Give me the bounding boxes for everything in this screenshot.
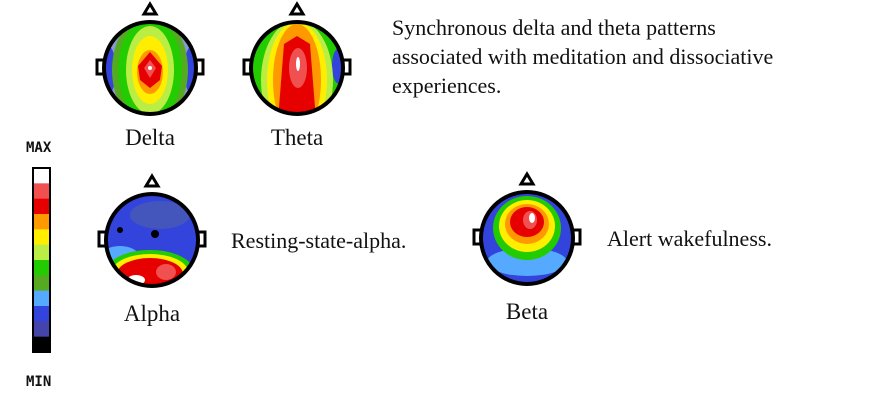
description-line: associated with meditation and dissociat… [392, 44, 774, 69]
theta-label: Theta [270, 125, 324, 150]
alpha-description: Resting-state-alpha. [231, 228, 407, 253]
theta-head-map [242, 1, 352, 116]
color-scale-swatch [33, 168, 50, 184]
scale-max-label: MAX [26, 140, 52, 156]
color-scale-swatch [33, 290, 50, 307]
delta-label: Delta [125, 125, 175, 150]
color-scale-swatch [33, 229, 50, 246]
description-line: Synchronous delta and theta patterns [392, 15, 716, 40]
color-scale-swatch [33, 198, 50, 215]
delta-theta-description: Synchronous delta and theta patterns ass… [392, 13, 773, 100]
alpha-head-map [97, 173, 207, 288]
color-scale-swatch [33, 275, 50, 292]
color-scale-swatch [33, 214, 50, 230]
scale-min-label: MIN [26, 374, 52, 390]
description-line: experiences. [392, 73, 502, 98]
color-scale-swatch [33, 244, 50, 261]
color-scale-bar [32, 167, 51, 353]
beta-head-map [472, 171, 582, 286]
beta-label: Beta [505, 299, 549, 324]
color-scale-swatch [33, 183, 50, 200]
color-scale-swatch [33, 306, 50, 322]
color-scale-swatch [33, 321, 50, 338]
delta-head-map [95, 1, 205, 116]
color-scale-swatch [33, 260, 50, 276]
color-scale-border [32, 167, 51, 353]
beta-description: Alert wakefulness. [607, 226, 772, 251]
alpha-label: Alpha [123, 301, 181, 326]
color-scale-swatch [33, 336, 50, 353]
